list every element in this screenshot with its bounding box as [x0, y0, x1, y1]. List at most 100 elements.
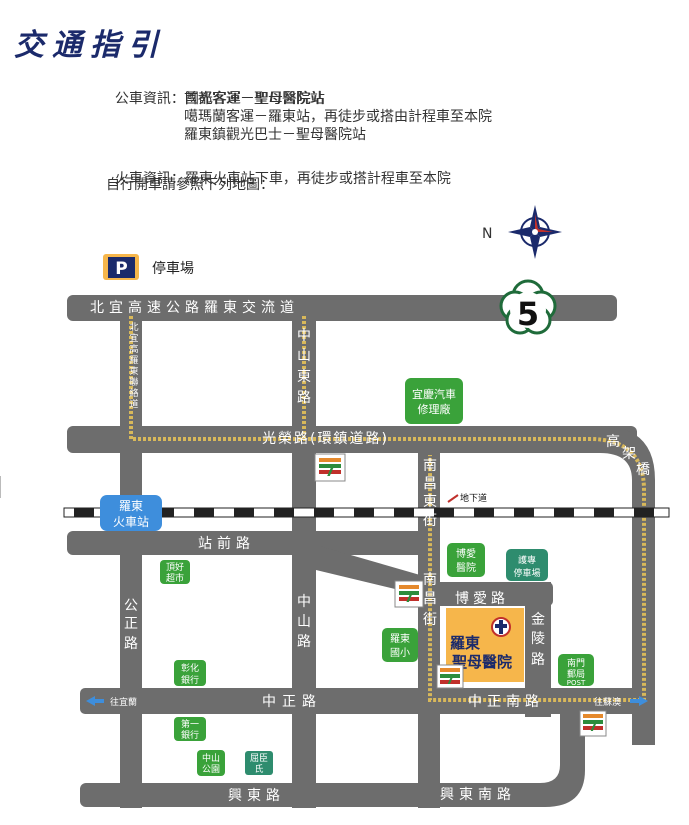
svg-text:路: 路 — [297, 390, 311, 406]
seven-eleven-3 — [436, 664, 464, 689]
seven-eleven-1-logo: 7 — [325, 464, 335, 480]
svg-text:陵: 陵 — [531, 631, 545, 647]
svg-text:路: 路 — [124, 636, 138, 652]
post-label: POST — [567, 679, 586, 687]
luodong-school-line-1: 羅東 — [390, 632, 410, 645]
compass-n-label: N — [482, 226, 492, 242]
zhongshan-park-line-2: 公園 — [202, 764, 220, 775]
arrow-right-icon — [630, 696, 648, 706]
road-xingdong-south: 興東南路 — [440, 787, 516, 803]
bus-line-2: 首都客運－聖母醫院站 — [184, 91, 324, 107]
to-suao-label: 往蘇澳 — [594, 696, 621, 708]
seven-eleven-1 — [314, 453, 346, 482]
svg-text:聯: 聯 — [129, 376, 138, 388]
road-network — [67, 295, 655, 808]
svg-text:羅: 羅 — [129, 355, 138, 366]
changhua-bank-line-1: 彰化 — [181, 662, 199, 674]
seven-eleven-2 — [394, 580, 424, 608]
garage-landmark — [405, 378, 463, 424]
dinghao-line-1: 頂好 — [166, 561, 184, 573]
nanmen-post-landmark — [558, 654, 594, 686]
svg-text:南: 南 — [423, 458, 437, 474]
to-yilan-label: 往宜蘭 — [110, 696, 137, 708]
svg-text:昌: 昌 — [423, 591, 437, 607]
hospital-name-line-2: 聖母醫院 — [452, 653, 512, 671]
hospital-name-line-1: 羅東 — [450, 634, 480, 652]
road-xingdong: 興東路 — [228, 788, 285, 804]
first-bank-line-1: 第一 — [181, 718, 199, 730]
dinghao-line-2: 超市 — [166, 572, 184, 584]
svg-text:山: 山 — [297, 348, 311, 364]
hospital-cross-h — [495, 624, 507, 628]
route-5-badge — [499, 279, 557, 335]
first-bank-landmark — [174, 717, 206, 741]
svg-text:金: 金 — [531, 612, 545, 628]
road-beiyi-link: 北宜 高羅 東聯 絡道 — [129, 322, 138, 410]
guardian-parking-landmark — [506, 549, 548, 581]
bus-line-4: 羅東鎮觀光巴士－聖母醫院站 — [184, 127, 366, 143]
svg-text:公: 公 — [124, 598, 138, 614]
train-label: 火車資訊： — [114, 171, 185, 187]
svg-text:北: 北 — [129, 322, 138, 333]
svg-text:路: 路 — [297, 634, 311, 650]
parking-icon-letter: P — [115, 259, 127, 279]
svg-text:中: 中 — [297, 594, 311, 610]
route-5-number: 5 — [517, 295, 539, 333]
train-info: 火車資訊：羅東火車站下車，再徒步或搭計程車至本院 — [106, 152, 451, 188]
bike-info: 自行開車請參照下列地圖： — [106, 177, 274, 193]
road-gaojia-3: 橋 — [636, 462, 650, 478]
svg-text:中: 中 — [297, 328, 311, 344]
road-zhongshan-east: 中山 東路 — [297, 328, 311, 406]
railway-ties — [74, 508, 654, 517]
road-boai: 博愛路 — [455, 590, 509, 607]
parking-legend-label: 停車場 — [152, 260, 194, 277]
guardian-parking-line-2: 停車場 — [513, 567, 540, 579]
svg-text:南: 南 — [423, 572, 437, 588]
bus-label: 公車資訊： — [114, 91, 185, 107]
svg-text:山: 山 — [297, 614, 311, 630]
luodong-school-line-2: 國小 — [390, 647, 410, 659]
road-guangrong: 光榮路(環鎮道路) — [262, 431, 389, 447]
bus-line-1: 國光客運－聖母醫院站 — [184, 91, 325, 107]
page-title: 交通指引 — [14, 28, 166, 63]
route-line — [129, 316, 646, 702]
changhua-bank-landmark — [174, 660, 206, 686]
boai-hospital-line-2: 醫院 — [456, 561, 476, 574]
train-text: 羅東火車站下車，再徒步或搭計程車至本院 — [184, 171, 451, 187]
guardian-parking-line-1: 護專 — [518, 554, 536, 566]
compass-rose-icon — [508, 205, 562, 259]
svg-text:正: 正 — [124, 616, 138, 632]
svg-text:東: 東 — [423, 494, 437, 510]
seven-eleven-4-logo: 7 — [589, 720, 597, 734]
road-zhongzheng-south: 中正南路 — [468, 694, 544, 710]
road-labels: 北宜高速公路羅東交流道 光榮路(環鎮道路) 站前路 中正路 中正南路 興東路 興… — [90, 299, 650, 804]
seven-eleven-4 — [579, 710, 607, 737]
road-zhanqian: 站前路 — [198, 535, 255, 552]
arrow-left-icon — [86, 696, 104, 706]
road-jinling: 金陵 路 — [531, 612, 545, 668]
seven-eleven-3-logo: 7 — [446, 673, 454, 687]
road-zhongzheng: 中正路 — [262, 694, 322, 710]
edge-marker — [0, 476, 3, 498]
boai-hospital-landmark — [447, 543, 485, 577]
pxmart-line-1: 屈臣 — [250, 753, 268, 764]
road-nanchang: 南昌 街 — [423, 572, 437, 628]
train-station — [100, 495, 162, 531]
garage-line-1: 宜慶汽車 — [412, 387, 456, 401]
nanmen-post-line-2: 郵局 — [567, 668, 585, 680]
dinghao-landmark — [160, 560, 190, 584]
underpass-label: 地下道 — [460, 492, 487, 504]
nanmen-post-line-1: 南門 — [567, 657, 585, 669]
parking-icon — [108, 257, 135, 278]
luodong-school-landmark — [382, 628, 418, 662]
svg-text:宜: 宜 — [129, 332, 138, 344]
train-station-line-2: 火車站 — [113, 515, 149, 529]
first-bank-line-2: 銀行 — [181, 729, 199, 741]
road-nanchang-east: 南昌 東街 — [423, 458, 437, 529]
svg-text:絡: 絡 — [129, 387, 138, 399]
svg-text:道: 道 — [129, 398, 138, 410]
svg-text:昌: 昌 — [423, 476, 437, 492]
road-gaojia-1: 高 — [606, 433, 620, 450]
road-gaojia-2: 架 — [622, 446, 636, 462]
